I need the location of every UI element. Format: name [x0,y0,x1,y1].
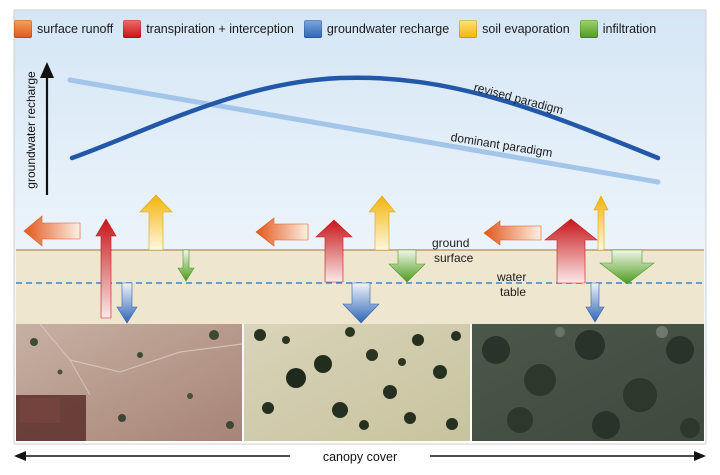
transpiration-arrow-3 [544,218,598,284]
group-mid-canopy [255,195,426,324]
legend-swatch-soil-evaporation [459,20,478,38]
recharge-arrow-3 [585,282,605,323]
legend-item-infiltration: infiltration [579,20,657,38]
legend-item-groundwater-recharge: groundwater recharge [303,20,450,38]
legend-label-runoff: surface runoff [37,22,114,36]
legend-swatch-groundwater [303,20,322,38]
x-axis-arrow-right [694,451,706,461]
legend-label-soil-evaporation: soil evaporation [482,22,570,36]
legend-label-transpiration: transpiration + interception [146,22,294,36]
runoff-arrow-2 [255,217,309,247]
water-table-label-line2: table [500,285,527,299]
soil-evaporation-arrow-3 [593,195,609,251]
runoff-arrow-3 [483,220,542,246]
soil-evaporation-arrow-2 [368,195,396,251]
legend-swatch-infiltration [579,20,598,38]
ground-label-line2: surface [434,251,474,265]
legend-item-soil-evaporation: soil evaporation [459,20,570,38]
aerial-photo-sparse [16,323,243,441]
group-high-canopy [483,195,655,323]
aerial-photo-dense [472,324,704,441]
legend-label-infiltration: infiltration [602,22,657,36]
aerial-photo-medium [244,324,470,441]
recharge-arrow-1 [116,282,138,324]
x-axis-arrow-left [14,451,26,461]
soil-evaporation-arrow-1 [139,194,173,251]
water-table-label-line1: water [497,270,527,284]
legend-swatch-transpiration [123,20,142,38]
recharge-arrow-2 [342,282,380,324]
infiltration-arrow-1 [177,249,195,282]
legend-swatch-runoff [14,20,32,38]
legend-item-transpiration: transpiration + interception [123,20,294,38]
transpiration-arrow-2 [315,219,353,283]
infiltration-arrow-2 [388,249,426,283]
revised-paradigm-curve [69,75,661,161]
runoff-arrow-1 [23,215,81,247]
legend: surface runoff transpiration + intercept… [14,16,706,42]
legend-label-groundwater: groundwater recharge [326,22,450,36]
ground-label-line1: ground [432,236,470,250]
legend-item-surface-runoff: surface runoff [14,20,113,38]
x-axis-label: canopy cover [290,450,430,464]
group-low-canopy [23,194,195,324]
dominant-paradigm-curve [67,77,661,185]
infiltration-arrow-3 [599,249,655,285]
y-axis-label-text: groundwater recharge [24,71,38,189]
transpiration-arrow-1 [95,218,117,319]
y-axis-arrowhead [40,62,54,78]
